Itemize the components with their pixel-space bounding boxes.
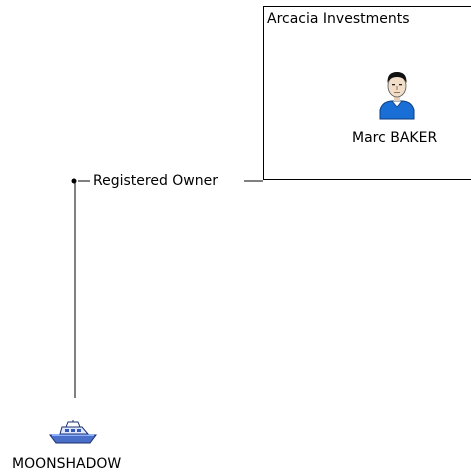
boat-icon[interactable] bbox=[48, 419, 100, 445]
relationship-label[interactable]: Registered Owner bbox=[92, 173, 219, 189]
relationship-end-dot bbox=[71, 178, 77, 184]
person-icon[interactable] bbox=[377, 68, 417, 120]
vessel-label: MOONSHADOW bbox=[12, 456, 122, 472]
organization-box[interactable] bbox=[263, 6, 471, 180]
organization-label: Arcacia Investments bbox=[267, 11, 410, 27]
person-label: Marc BAKER bbox=[352, 130, 438, 146]
